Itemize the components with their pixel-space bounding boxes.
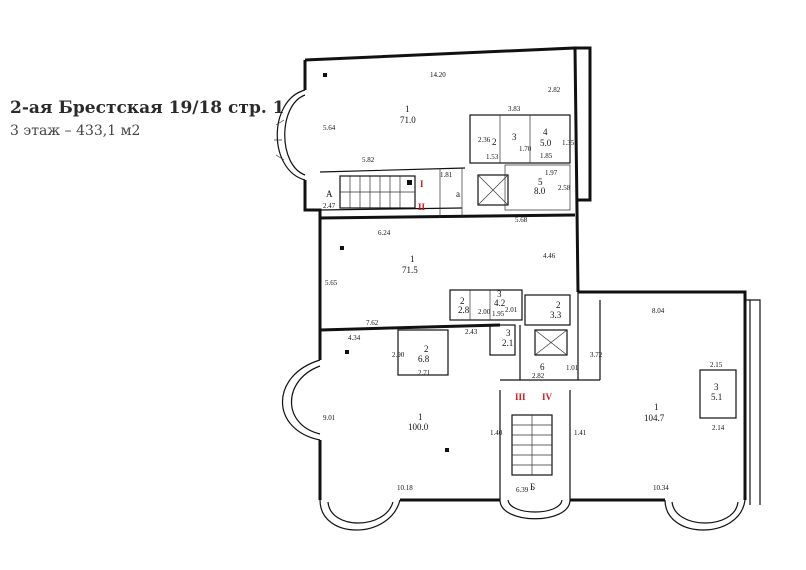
elevator-lower — [534, 329, 568, 356]
dim-10.18: 10.18 — [397, 484, 413, 492]
stair-bay — [499, 499, 571, 520]
dim-2.01: 2.01 — [505, 306, 518, 314]
dim-3.83: 3.83 — [508, 105, 521, 113]
room-1-mid-num: 1 — [410, 254, 415, 264]
dim-5.82: 5.82 — [362, 156, 375, 164]
room-1-mid-area: 71.5 — [402, 265, 418, 275]
dim-2.82b: 2.82 — [532, 372, 545, 380]
stair-b-label: Б — [530, 482, 535, 492]
lower-left-bay-window — [282, 359, 321, 441]
dim-1.81: 1.81 — [440, 171, 453, 179]
room-1-top-num: 1 — [405, 104, 410, 114]
room-3-small-num: 3 — [497, 289, 502, 299]
dim-1.40: 1.40 — [490, 429, 503, 437]
bottom-right-bay — [664, 499, 746, 531]
dim-7.62: 7.62 — [366, 319, 379, 327]
room-3-21-area: 2.1 — [502, 338, 513, 348]
wet-room-3-small — [489, 324, 516, 356]
dim-2.47: 2.47 — [323, 202, 336, 210]
room-2-small-area: 2.8 — [458, 305, 470, 315]
room-1-top-area: 71.0 — [400, 115, 416, 125]
dim-2.58: 2.58 — [558, 184, 571, 192]
room-5-num: 5 — [538, 177, 543, 187]
dim-5.68: 5.68 — [515, 216, 528, 224]
room-2-33-num: 2 — [556, 300, 561, 310]
dim-2.43: 2.43 — [465, 328, 478, 336]
dim-1.01: 1.01 — [566, 364, 579, 372]
dim-2.90: 2.90 — [392, 351, 405, 359]
dim-1.70: 1.70 — [519, 145, 532, 153]
room-3-5.1 — [699, 369, 737, 419]
plan-subtitle: 3 этаж – 433,1 м2 — [10, 123, 141, 139]
marker-roman-2: II — [418, 202, 426, 212]
wall-between-1-and-1 — [319, 213, 576, 220]
room-a-label: а — [456, 189, 460, 199]
dim-1.97: 1.97 — [545, 169, 558, 177]
dim-14.20: 14.20 — [430, 71, 446, 79]
dim-1.85: 1.85 — [540, 152, 553, 160]
room-2-6.8 — [397, 329, 449, 376]
room-2-small-num: 2 — [460, 296, 465, 306]
dim-2.82: 2.82 — [548, 86, 561, 94]
dim-2.71: 2.71 — [418, 369, 431, 377]
room-1-left-area: 100.0 — [408, 422, 429, 432]
dim-4.34: 4.34 — [348, 334, 361, 342]
outer-wall-right — [578, 290, 747, 500]
dim-6.24: 6.24 — [378, 229, 391, 237]
room-5-area: 8.0 — [534, 186, 546, 196]
corridor-top — [319, 167, 466, 211]
room-3-51-area: 5.1 — [711, 392, 722, 402]
room-2-68-area: 6.8 — [418, 354, 430, 364]
dim-1.35: 1.35 — [562, 139, 575, 147]
room-2-33-area: 3.3 — [550, 310, 562, 320]
dim-1.53: 1.53 — [486, 153, 499, 161]
bottom-left-bay — [319, 499, 401, 531]
dim-2.15: 2.15 — [710, 361, 723, 369]
room-3-51-num: 3 — [714, 382, 719, 392]
room-4-num: 4 — [543, 127, 548, 137]
room-4-area: 5.0 — [540, 138, 552, 148]
dim-8.04: 8.04 — [652, 307, 665, 315]
room-1-right-num: 1 — [654, 402, 659, 412]
dim-1.41: 1.41 — [574, 429, 587, 437]
outer-wall-upper — [303, 46, 592, 330]
room-2-upper-num: 2 — [492, 137, 497, 147]
room-2-68-num: 2 — [424, 344, 429, 354]
room-1-right-area: 104.7 — [644, 413, 665, 423]
dim-3.72: 3.72 — [590, 351, 603, 359]
dim-4.46: 4.46 — [543, 252, 556, 260]
dim-2.14: 2.14 — [712, 424, 725, 432]
room-6-num: 6 — [540, 362, 545, 372]
wet-block-upper — [469, 114, 571, 164]
room-3-upper-num: 3 — [512, 132, 517, 142]
dim-10.34: 10.34 — [653, 484, 669, 492]
room-3-small-area: 4.2 — [494, 298, 505, 308]
marker-roman-3: III — [515, 392, 526, 402]
wet-room-2-3.3 — [524, 294, 571, 326]
right-annex — [745, 299, 761, 505]
upper-bay-window — [276, 89, 306, 181]
stair-a-label: А — [326, 189, 333, 199]
dim-2.00: 2.00 — [478, 308, 491, 316]
wet-block-middle — [449, 289, 523, 321]
dim-9.01: 9.01 — [323, 414, 336, 422]
wall-row-2 — [319, 323, 501, 332]
marker-roman-1: I — [420, 179, 424, 189]
dim-1.95: 1.95 — [492, 310, 505, 318]
dim-5.64: 5.64 — [323, 124, 336, 132]
marker-roman-4: IV — [542, 392, 553, 402]
dim-6.39: 6.39 — [516, 486, 529, 494]
room-3-21-num: 3 — [506, 328, 511, 338]
lobby-6-walls — [500, 292, 601, 381]
dim-5.65: 5.65 — [325, 279, 338, 287]
columns — [323, 73, 449, 452]
room-1-left-num: 1 — [418, 412, 423, 422]
dim-2.36: 2.36 — [478, 136, 491, 144]
plan-title: 2-ая Брестская 19/18 стр. 1 — [10, 98, 285, 118]
elevator-upper — [477, 174, 509, 206]
